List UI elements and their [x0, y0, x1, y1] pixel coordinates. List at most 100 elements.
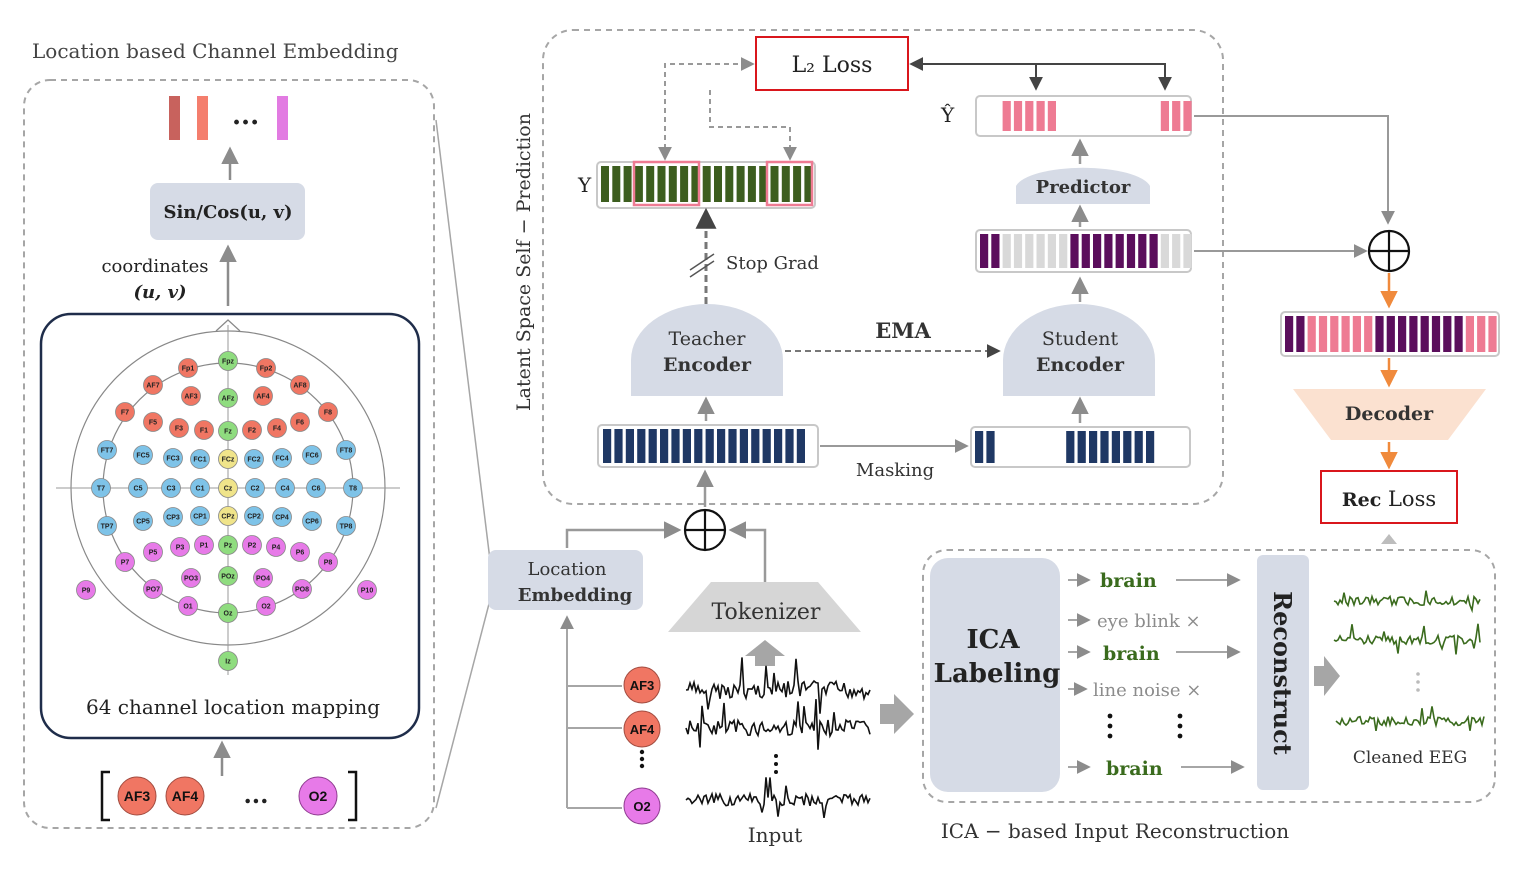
yhat-cell-10	[1081, 101, 1090, 131]
masked-cell-11	[1089, 431, 1098, 463]
electrode-fc1	[190, 449, 210, 469]
l2-loss-label: L₂ Loss	[792, 53, 873, 78]
arrow-tokenizer-to-plus	[728, 521, 767, 582]
electrode-p1-label: P1	[200, 543, 209, 550]
y-target-highlight-2	[765, 160, 814, 207]
channel-af4	[165, 776, 205, 816]
sincos-box	[150, 183, 305, 240]
electrode-pz-label: Pz	[224, 543, 233, 550]
student-out-cell-8	[1059, 234, 1068, 268]
electrode-c1	[190, 478, 210, 498]
electrode-pz	[218, 535, 238, 555]
electrode-ft7-label: FT7	[101, 448, 114, 455]
input-channel-o2	[623, 787, 661, 825]
electrode-c2-label: C2	[251, 486, 260, 493]
embedding-bars: ...	[169, 96, 288, 140]
masked-cell-4	[1009, 431, 1018, 463]
electrode-p10	[357, 580, 377, 600]
token-cell-7	[671, 429, 680, 463]
electrode-o1-label: O1	[183, 604, 192, 611]
electrode-tp7-label: TP7	[101, 524, 114, 531]
input-wave-3	[685, 777, 871, 819]
electrode-p5	[143, 542, 163, 562]
electrode-fc3	[163, 448, 183, 468]
electrode-p1	[194, 535, 214, 555]
combined-cell-1	[1285, 316, 1294, 352]
token-cell-16	[774, 429, 783, 463]
student-out-cell-12	[1104, 234, 1113, 268]
electrode-af8	[290, 375, 310, 395]
ica-item-brain-3: brain	[1106, 758, 1163, 780]
ica-labeling-line2: Labeling	[934, 659, 1061, 689]
student-out-cell-2	[991, 234, 1000, 268]
y-cell-8	[680, 166, 689, 202]
electrode-tp7	[97, 516, 117, 536]
ica-component-list: brain eye blink × brain line noise × bra…	[1068, 570, 1245, 780]
input-channel-o2-label: O2	[633, 799, 650, 814]
electrode-po7-label: PO7	[146, 587, 160, 594]
electrode-cp5	[133, 511, 153, 531]
token-cell-15	[762, 429, 771, 463]
electrode-p6-label: P6	[296, 550, 305, 557]
ica-labeling-box	[930, 558, 1060, 792]
electrode-ft8-label: FT8	[340, 448, 353, 455]
y-cell-19	[804, 166, 813, 202]
electrode-cp6	[302, 511, 322, 531]
electrode-f7	[115, 402, 135, 422]
electrode-af7-label: AF7	[146, 383, 159, 390]
electrode-c2	[245, 478, 265, 498]
student-out-cell-18	[1172, 234, 1181, 268]
bracket-right	[348, 770, 358, 822]
y-cell-15	[759, 166, 768, 202]
ica-caption: ICA − based Input Reconstruction	[941, 819, 1289, 843]
electrode-fz-label: Fz	[224, 429, 232, 436]
zoom-line-bottom	[435, 599, 491, 809]
cleaned-wave-3	[1335, 706, 1485, 732]
location-embedding-line2: Embedding	[518, 585, 633, 606]
electrode-f1	[194, 420, 214, 440]
combined-cell-19	[1488, 316, 1497, 352]
electrode-p8	[318, 552, 338, 572]
masked-cell-15	[1134, 431, 1143, 463]
arrow-loss-to-y-2	[709, 90, 797, 161]
stop-grad-slash-1	[689, 253, 715, 271]
scalp-nose	[215, 319, 241, 332]
token-cell-3	[625, 429, 634, 463]
arrow-input-to-ica	[880, 694, 914, 734]
token-cell-14	[751, 429, 760, 463]
yhat-cell-12	[1104, 101, 1113, 131]
electrode-p6	[290, 542, 310, 562]
electrode-p2	[242, 535, 262, 555]
masked-cell-17	[1157, 431, 1166, 463]
combined-cell-17	[1465, 316, 1474, 352]
ica-item-brain-1: brain	[1100, 570, 1157, 592]
token-cell-18	[796, 429, 805, 463]
electrode-af7	[143, 375, 163, 395]
yhat-cell-9	[1070, 101, 1079, 131]
electrode-c4	[275, 478, 295, 498]
electrode-fc5-label: FC5	[136, 453, 149, 460]
electrode-cp1-label: CP1	[193, 514, 207, 521]
y-cell-9	[691, 166, 700, 202]
yhat-label: Ŷ	[940, 103, 955, 127]
yhat-cell-2	[991, 101, 1000, 131]
electrode-cp5-label: CP5	[136, 519, 150, 526]
electrode-p9	[76, 580, 96, 600]
cleaned-wave-1	[1333, 590, 1481, 614]
masking-label: Masking	[856, 460, 934, 481]
electrode-fcz-label: FCz	[222, 457, 235, 464]
electrode-p8-label: P8	[324, 560, 333, 567]
electrode-fc6-label: FC6	[305, 453, 318, 460]
channel-af3	[117, 776, 157, 816]
electrode-p3	[170, 537, 190, 557]
electrode-f5-label: F5	[149, 420, 157, 427]
masked-cell-19	[1180, 431, 1189, 463]
latent-panel-frame	[542, 29, 1224, 505]
electrode-f7-label: F7	[121, 410, 129, 417]
token-cell-6	[660, 429, 669, 463]
masked-cell-8	[1054, 431, 1063, 463]
y-cell-10	[702, 166, 711, 202]
ica-item-line-noise: line noise ×	[1093, 680, 1201, 701]
cleaned-eeg-vdots	[1416, 672, 1420, 692]
